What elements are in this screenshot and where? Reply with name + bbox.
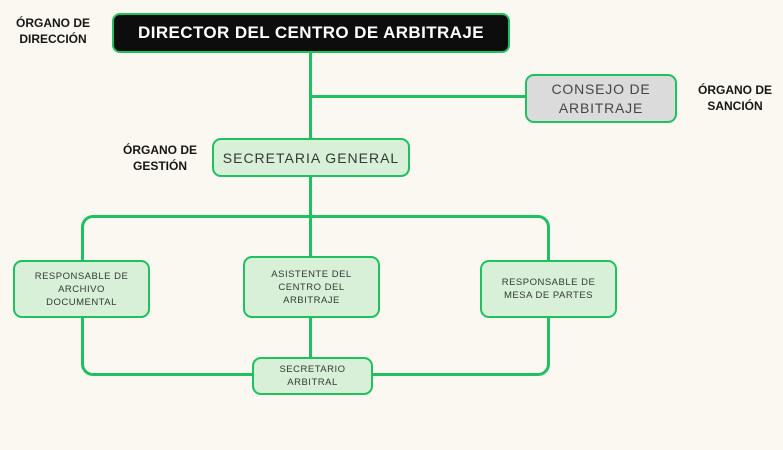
node-asistente-line3: ARBITRAJE (283, 294, 340, 306)
node-archivo-line2: ARCHIVO (58, 283, 105, 295)
node-director-del-centro: DIRECTOR DEL CENTRO DE ARBITRAJE (112, 13, 510, 53)
connector-archivo-secretario (81, 318, 253, 376)
node-mesa-line1: RESPONSABLE DE (501, 277, 596, 288)
node-secretario-line1: SECRETARIO (279, 364, 346, 375)
connector-fork-three-children (81, 215, 550, 261)
label-organo-de-direccion: ÓRGANO DE DIRECCIÓN (8, 15, 98, 47)
label-organo-de-gestion: ÓRGANO DE GESTIÓN (118, 142, 202, 174)
node-archivo-line1: RESPONSABLE DE (34, 270, 129, 282)
node-consejo-line1: CONSEJO DE (551, 80, 651, 97)
node-consejo-line2: ARBITRAJE (558, 99, 644, 116)
label-organo-de-direccion-line1: ÓRGANO DE (15, 16, 90, 30)
node-responsable-mesa-de-partes: RESPONSABLE DE MESA DE PARTES (480, 260, 617, 318)
node-consejo-de-arbitraje: CONSEJO DE ARBITRAJE (525, 74, 677, 123)
connector-mesa-secretario (372, 318, 550, 376)
label-organo-de-sancion-line1: ÓRGANO DE (697, 83, 772, 97)
node-secretaria-general: SECRETARIA GENERAL (212, 138, 410, 177)
connector-director-secretaria (309, 52, 312, 139)
node-asistente-line1: ASISTENTE DEL (271, 268, 352, 280)
node-asistente-centro-arbitraje: ASISTENTE DEL CENTRO DEL ARBITRAJE (243, 256, 380, 318)
label-organo-de-gestion-line1: ÓRGANO DE (122, 143, 197, 157)
connector-branch-consejo (311, 95, 525, 98)
node-mesa-line2: MESA DE PARTES (503, 290, 593, 301)
node-responsable-archivo-documental: RESPONSABLE DE ARCHIVO DOCUMENTAL (13, 260, 150, 318)
node-secretario-line2: ARBITRAL (287, 377, 338, 388)
label-organo-de-sancion-line2: SANCIÓN (707, 99, 763, 113)
label-organo-de-direccion-line2: DIRECCIÓN (19, 32, 87, 46)
node-director-label: DIRECTOR DEL CENTRO DE ARBITRAJE (138, 23, 484, 42)
connector-asistente-secretario (309, 318, 312, 358)
node-archivo-line3: DOCUMENTAL (46, 296, 117, 308)
label-organo-de-sancion: ÓRGANO DE SANCIÓN (689, 82, 781, 114)
node-secretario-arbitral: SECRETARIO ARBITRAL (252, 357, 373, 395)
node-secretaria-label: SECRETARIA GENERAL (222, 149, 400, 166)
label-organo-de-gestion-line2: GESTIÓN (132, 159, 187, 173)
node-asistente-line2: CENTRO DEL (278, 281, 345, 293)
